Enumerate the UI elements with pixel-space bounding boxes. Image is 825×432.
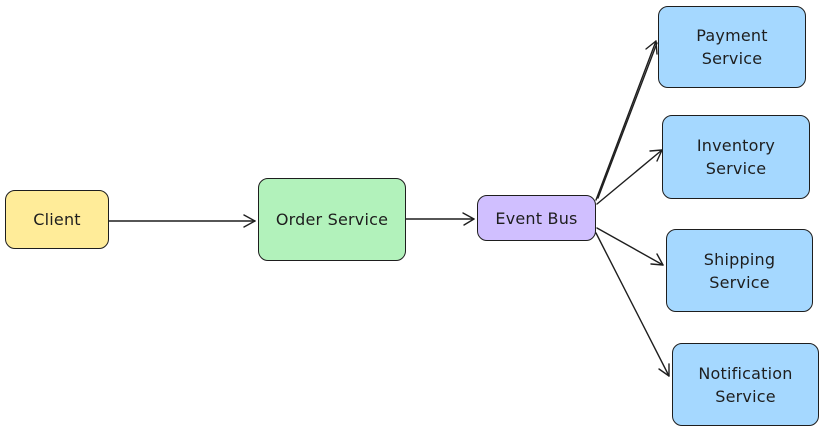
- node-order-service[interactable]: Order Service: [258, 178, 406, 261]
- node-label: Shipping Service: [703, 249, 776, 292]
- node-label: Payment Service: [696, 26, 768, 68]
- node-label: Notification Service: [698, 363, 793, 406]
- edge-event-bus-to-inventory-service: [596, 149, 663, 205]
- edge-event-bus-to-notification-service: [595, 232, 670, 377]
- edge-event-bus-to-shipping-service: [596, 227, 664, 266]
- node-label: Inventory Service: [696, 136, 776, 178]
- node-inventory-service[interactable]: Inventory Service: [662, 115, 810, 199]
- node-payment-service[interactable]: Payment Service: [658, 6, 806, 88]
- edge-event-bus-to-payment-service: [595, 40, 658, 201]
- edge-order-service-to-event-bus: [405, 212, 475, 226]
- node-notification-service[interactable]: Notification Service: [672, 343, 819, 426]
- node-label: Event Bus: [495, 208, 578, 228]
- node-shipping-service[interactable]: Shipping Service: [666, 229, 813, 312]
- node-client[interactable]: Client: [5, 190, 109, 249]
- edge-client-to-order-service: [108, 214, 256, 228]
- node-event-bus[interactable]: Event Bus: [477, 195, 596, 241]
- node-label: Order Service: [275, 210, 389, 229]
- node-label: Client: [33, 210, 81, 229]
